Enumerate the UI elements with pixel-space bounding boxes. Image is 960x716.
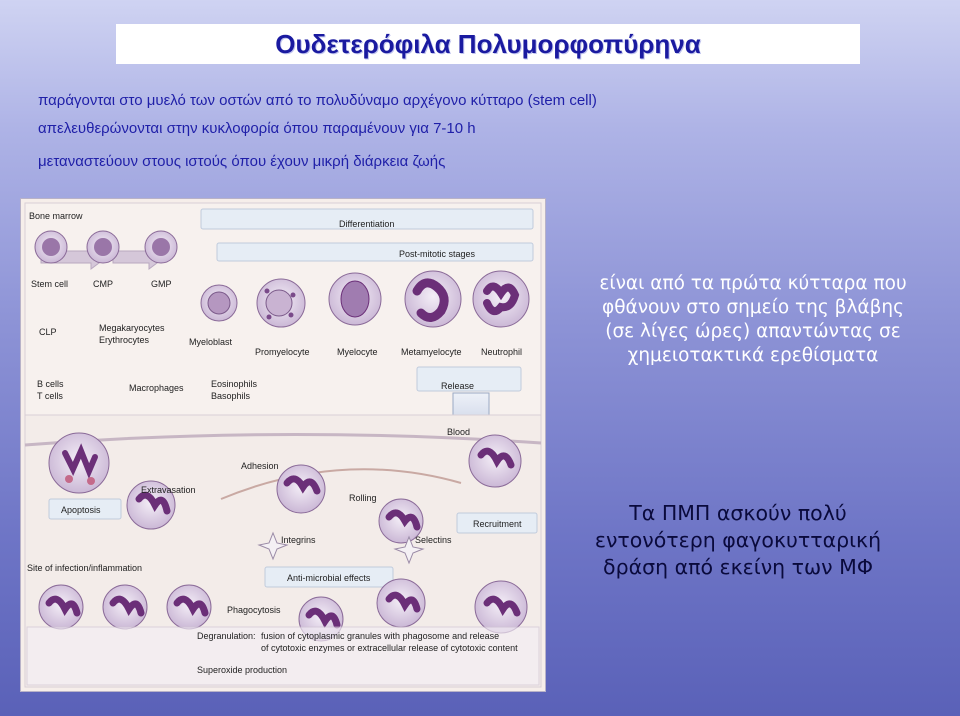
bullet-1: παράγονται στο μυελό των οστών από το πο…	[38, 92, 597, 109]
label-erythrocytes: Erythrocytes	[99, 335, 150, 345]
promyelocyte-cell	[256, 278, 306, 328]
integrin-icon	[257, 531, 289, 561]
label-bone-marrow: Bone marrow	[29, 211, 83, 221]
label-myelocyte: Myelocyte	[337, 347, 378, 357]
label-extravasation: Extravasation	[141, 485, 196, 495]
tissue-neutrophil-3	[166, 584, 212, 630]
label-macrophages: Macrophages	[129, 383, 184, 393]
label-degranulation-text-1: fusion of cytoplasmic granules with phag…	[261, 631, 500, 641]
label-degranulation-text-2: of cytotoxic enzymes or extracellular re…	[261, 643, 518, 653]
tissue-neutrophil-5	[376, 578, 426, 628]
myeloblast-cell	[200, 284, 238, 322]
adhering-neutrophil	[276, 464, 326, 514]
title-box: Ουδετερόφιλα Πολυμορφοπύρηνα	[116, 24, 860, 64]
neutrophil-cell	[472, 270, 530, 328]
cmp-cell	[86, 230, 120, 264]
neutrophil-lifecycle-figure: Bone marrow Differentiation Post-mitotic…	[20, 198, 546, 692]
extravasating-neutrophil	[126, 480, 176, 530]
label-gmp: GMP	[151, 279, 172, 289]
apoptotic-neutrophil	[48, 432, 110, 494]
label-clp: CLP	[39, 327, 57, 337]
label-degranulation: Degranulation:	[197, 631, 256, 641]
label-site-of-infection: Site of infection/inflammation	[27, 563, 143, 573]
label-anti-microbial: Anti-microbial effects	[287, 573, 371, 583]
label-release: Release	[441, 381, 475, 391]
label-phagocytosis: Phagocytosis	[227, 605, 281, 615]
label-adhesion: Adhesion	[241, 461, 279, 471]
post-mitotic-bar	[216, 242, 534, 262]
rolling-neutrophil	[378, 498, 424, 544]
apoptosis-box	[48, 498, 122, 520]
figure-illustration	[24, 202, 542, 688]
note-phagocytic-activity: Τα ΠΜΠ ασκούν πολύ εντονότερη φαγοκυτταρ…	[594, 501, 882, 579]
gmp-cell	[144, 230, 178, 264]
note-first-responders: είναι από τα πρώτα κύτταρα που φθάνουν σ…	[599, 273, 907, 366]
tissue-neutrophil-2	[102, 584, 148, 630]
label-basophils: Basophils	[211, 391, 251, 401]
label-superoxide: Superoxide production	[197, 665, 288, 675]
label-selectins: Selectins	[415, 535, 452, 545]
label-rolling: Rolling	[349, 493, 377, 503]
slide-title: Ουδετερόφιλα Πολυμορφοπύρηνα	[275, 29, 701, 59]
label-apoptosis: Apoptosis	[61, 505, 101, 515]
antimicrobial-box	[264, 566, 394, 588]
bullet-3: μεταναστεύουν στους ιστούς όπου έχουν μι…	[38, 153, 446, 170]
bullet-2: απελευθερώνονται στην κυκλοφορία όπου πα…	[38, 120, 476, 137]
selectin-icon	[393, 535, 425, 565]
release-box	[416, 366, 522, 392]
label-recruitment: Recruitment	[473, 519, 522, 529]
label-t-cells: T cells	[37, 391, 63, 401]
circulating-neutrophil	[468, 434, 522, 488]
label-megakaryocytes: Megakaryocytes	[99, 323, 165, 333]
label-promyelocyte: Promyelocyte	[255, 347, 310, 357]
tissue-neutrophil-1	[38, 584, 84, 630]
label-myeloblast: Myeloblast	[189, 337, 233, 347]
label-integrins: Integrins	[281, 535, 316, 545]
label-eosinophils: Eosinophils	[211, 379, 258, 389]
tissue-neutrophil-6	[474, 580, 528, 634]
label-neutrophil: Neutrophil	[481, 347, 523, 357]
differentiation-bar	[200, 208, 534, 230]
label-blood: Blood	[447, 427, 471, 437]
label-b-cells: B cells	[37, 379, 64, 389]
label-cmp: CMP	[93, 279, 113, 289]
label-metamyelocyte: Metamyelocyte	[401, 347, 462, 357]
label-stem-cell: Stem cell	[31, 279, 69, 289]
label-differentiation: Differentiation	[339, 219, 395, 229]
recruitment-box	[456, 512, 538, 534]
metamyelocyte-cell	[404, 270, 462, 328]
label-post-mitotic: Post-mitotic stages	[399, 249, 476, 259]
myelocyte-cell	[328, 272, 382, 326]
stem-cell	[34, 230, 68, 264]
